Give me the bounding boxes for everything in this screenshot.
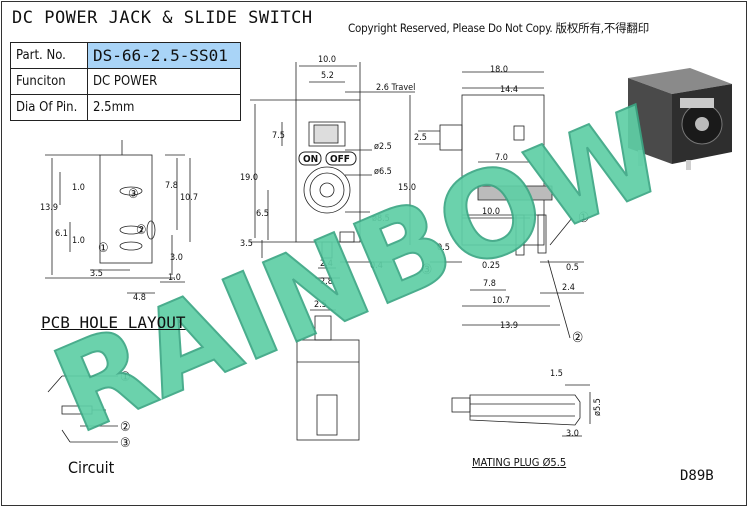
dim-front-h19: 19.0	[240, 173, 258, 183]
callout-three-side: ③	[421, 262, 432, 278]
dim-pcb-w48: 4.8	[133, 293, 146, 303]
callout-two-side: ②	[572, 330, 583, 346]
spec-value-part-number: DS-66-2.5-SS01	[87, 42, 241, 69]
dim-plug-d55: ø5.5	[593, 398, 603, 416]
dim-side-w78: 7.8	[483, 279, 496, 289]
callout-three-pcb: ③	[128, 187, 139, 202]
dim-pcb-h30: 3.0	[170, 253, 183, 263]
product-photo	[628, 68, 732, 170]
dim-front-p28: 2.8	[320, 277, 333, 287]
dim-pcb-h78: 7.8	[165, 181, 178, 191]
mating-plug-label: MATING PLUG Ø5.5	[472, 456, 567, 469]
callout-two-pcb: ②	[136, 223, 147, 238]
switch-on-label: ON	[303, 154, 318, 165]
callout-two-circuit: ②	[120, 420, 131, 435]
dim-front-h75: 7.5	[272, 131, 285, 141]
callout-one-circuit: ①	[120, 370, 131, 385]
dim-bottom-w25: 2.5	[314, 300, 327, 310]
side-view	[409, 71, 584, 339]
pcb-hole-layout	[45, 140, 191, 294]
callout-three-circuit: ③	[120, 436, 131, 451]
dim-side-h150: 15.0	[398, 183, 416, 193]
dim-side-w18: 18.0	[490, 65, 508, 75]
dim-front-p24: 2.4	[320, 259, 333, 269]
dim-pcb-h107: 10.7	[180, 193, 198, 203]
switch-off-label: OFF	[330, 154, 350, 165]
dim-pcb-h10b: 1.0	[72, 236, 85, 246]
dim-side-w025: 0.25	[482, 261, 500, 271]
pcb-layout-label: PCB HOLE LAYOUT	[41, 313, 186, 332]
dim-side-w05b: 0.5	[566, 263, 579, 273]
spec-key: Funciton	[10, 68, 88, 95]
dim-front-h35: 3.5	[240, 239, 253, 249]
dim-side-h25: 2.5	[414, 133, 427, 143]
callout-one-side: ①	[578, 210, 589, 226]
watermark-text: RAINBOW	[36, 81, 684, 460]
dim-side-w05a: 0.5	[437, 243, 450, 253]
dim-front-p04: 0.4	[370, 261, 383, 271]
dim-pcb-h139: 13.9	[40, 203, 58, 213]
dim-side-w24: 2.4	[562, 283, 575, 293]
dim-front-w52: 5.2	[321, 71, 334, 81]
dimension-labels: 10.0 5.2 2.6 Travel 7.5 19.0 6.5 3.5 ø2.…	[40, 55, 603, 439]
spec-table: Part. No. DS-66-2.5-SS01 Funciton DC POW…	[10, 42, 241, 121]
spec-row-function: Funciton DC POWER	[10, 68, 241, 95]
drawing-title: DC POWER JACK & SLIDE SWITCH	[12, 8, 313, 28]
callouts: ③ ② ① ① ③ ② ① ② ③	[98, 187, 589, 451]
drawing-code: D89B	[680, 468, 714, 484]
dim-pcb-w35: 3.5	[90, 269, 103, 279]
spec-value-pin: 2.5mm	[87, 94, 241, 121]
dim-plug-w15: 1.5	[550, 369, 563, 379]
dim-travel: 2.6 Travel	[376, 83, 415, 93]
dim-side-w144: 14.4	[500, 85, 518, 95]
dim-side-w70: 7.0	[495, 153, 508, 163]
bottom-view	[296, 309, 360, 441]
switch-markings: ON OFF	[298, 151, 357, 166]
copyright-notice: Copyright Reserved, Please Do Not Copy. …	[348, 21, 650, 35]
dim-pcb-w10: 1.0	[168, 273, 181, 283]
dim-front-d85: ø8.5	[372, 214, 390, 224]
dim-side-w100: 10.0	[482, 207, 500, 217]
mating-plug	[451, 384, 591, 437]
dim-pcb-h10: 1.0	[72, 183, 85, 193]
spec-row-pin: Dia Of Pin. 2.5mm	[10, 94, 241, 121]
circuit-schematic	[47, 375, 118, 443]
dim-front-d25: ø2.5	[374, 142, 392, 152]
spec-row-part: Part. No. DS-66-2.5-SS01	[10, 42, 241, 69]
front-view	[250, 62, 415, 279]
dim-front-h65: 6.5	[256, 209, 269, 219]
dim-side-w107: 10.7	[492, 296, 510, 306]
dim-side-w139: 13.9	[500, 321, 518, 331]
callout-one-pcb: ①	[98, 241, 109, 256]
dim-front-w10: 10.0	[318, 55, 336, 65]
circuit-label: Circuit	[68, 458, 115, 477]
dim-front-d65: ø6.5	[374, 167, 392, 177]
dim-pcb-h61: 6.1	[55, 229, 68, 239]
dim-plug-w30: 3.0	[566, 429, 579, 439]
spec-key: Dia Of Pin.	[10, 94, 88, 121]
